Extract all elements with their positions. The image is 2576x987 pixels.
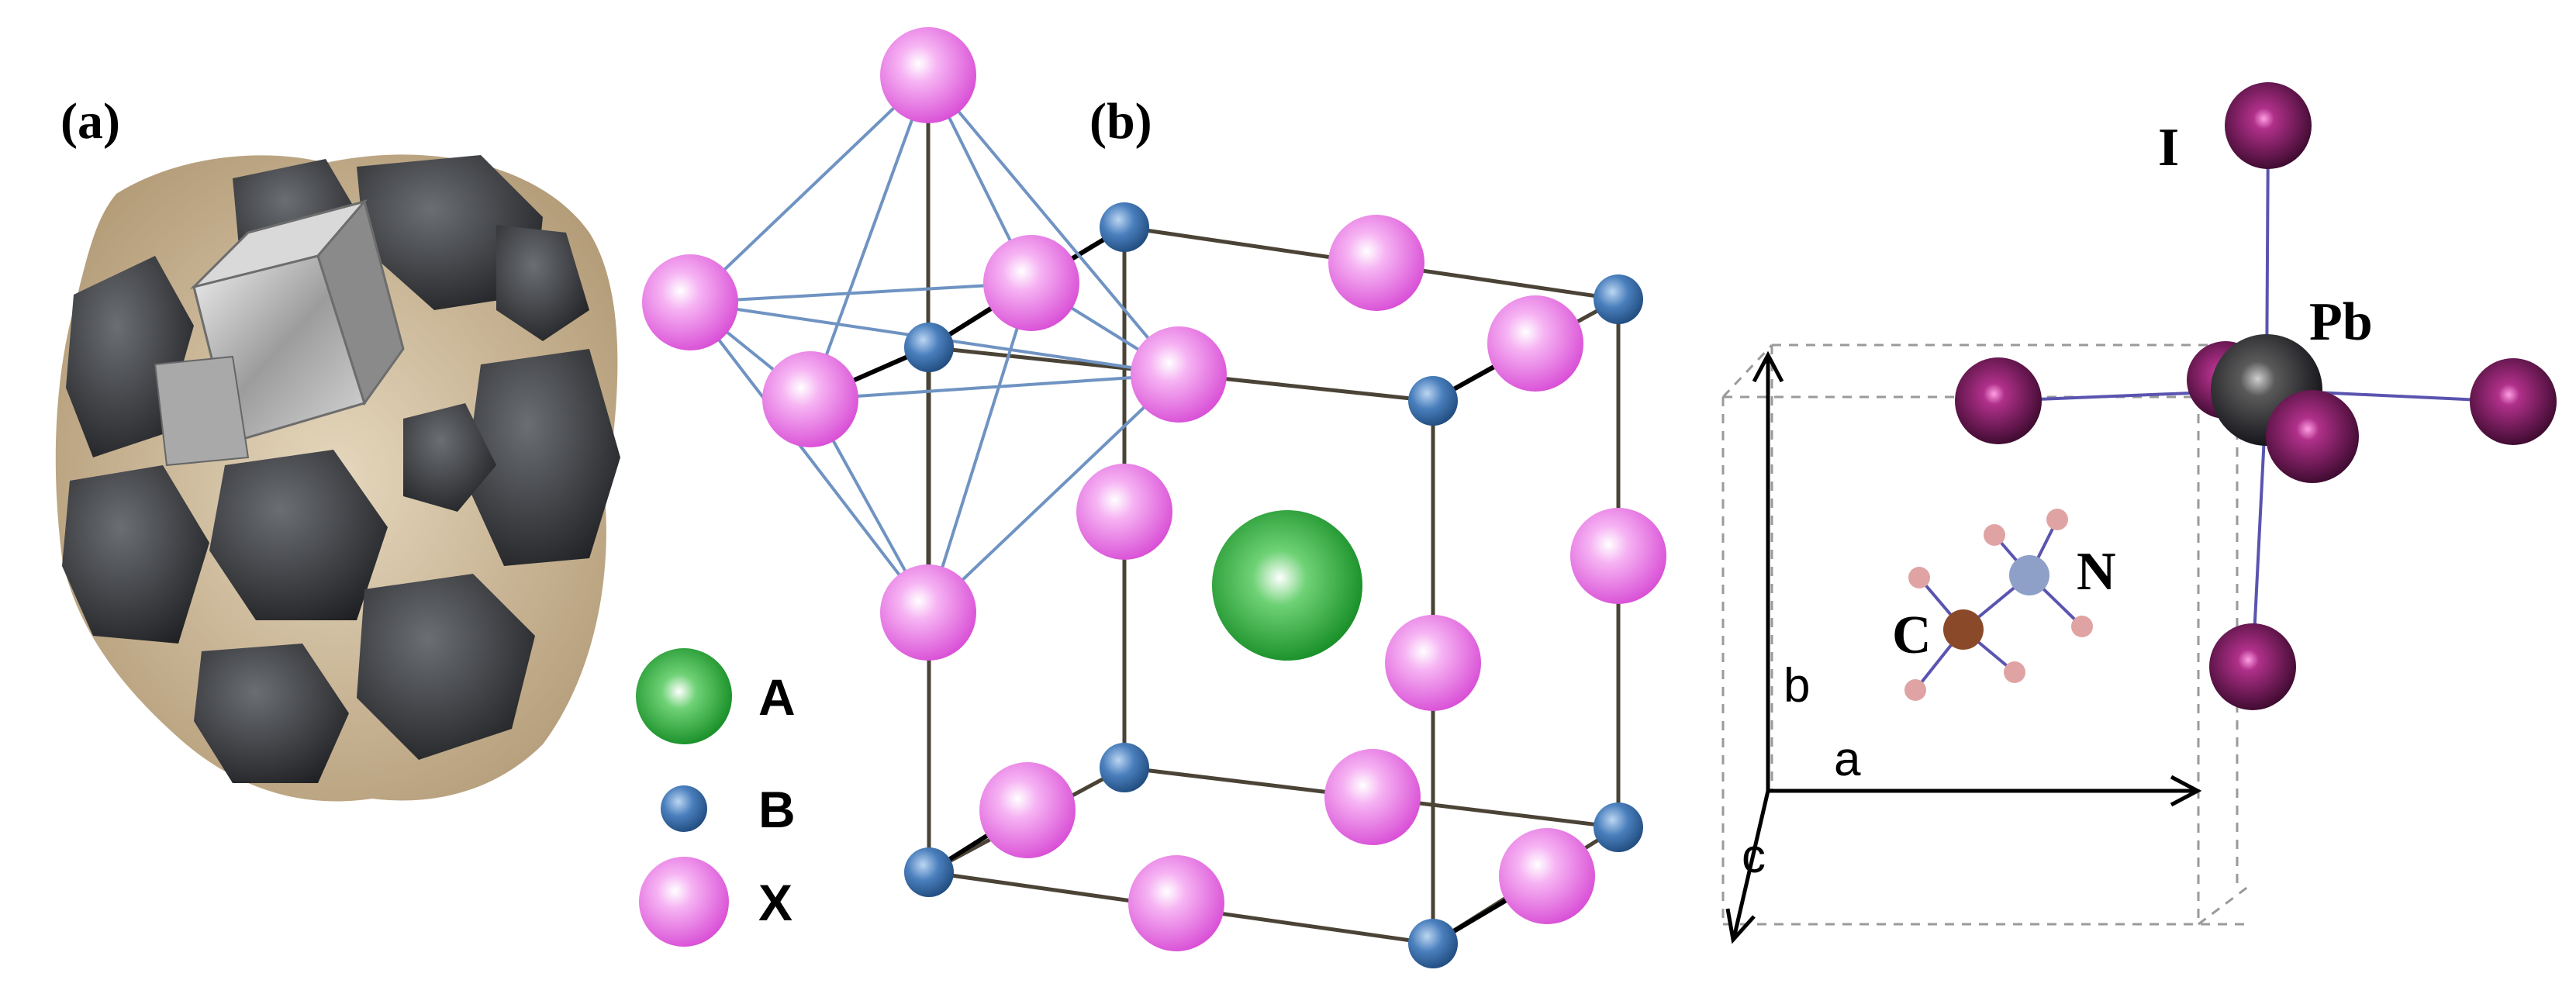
legend-swatch-a xyxy=(636,648,732,744)
legend-item-a: A xyxy=(636,648,796,744)
axis-label-b: b xyxy=(1784,659,1810,713)
axis-label-c: c xyxy=(1742,830,1766,883)
lead-label: Pb xyxy=(2309,292,2373,352)
iodine-label: I xyxy=(2158,118,2179,178)
a-site-atom xyxy=(1212,510,1362,661)
nitrogen-label: N xyxy=(2077,542,2116,602)
nitrogen-atom xyxy=(2009,555,2049,595)
legend-label-b: B xyxy=(758,781,796,838)
panel-b-label: (b) xyxy=(1089,93,1152,150)
legend: A B X xyxy=(636,648,796,947)
axis-arrows xyxy=(1725,350,2202,944)
methylammonium xyxy=(1904,509,2093,701)
mapbi3-structure: b a c xyxy=(1721,82,2557,944)
legend-item-x: X xyxy=(639,857,792,947)
iodine-atom-front xyxy=(2266,390,2359,483)
x-site-atoms xyxy=(642,27,1666,951)
legend-label-x: X xyxy=(758,874,792,931)
panel-a-label: (a) xyxy=(60,93,120,150)
legend-swatch-x xyxy=(639,857,729,947)
mineral-photo xyxy=(55,154,620,802)
carbon-atom xyxy=(1943,609,1984,650)
perovskite-unit-cell xyxy=(642,27,1666,968)
legend-label-a: A xyxy=(758,668,796,726)
b-site-atoms xyxy=(904,202,1643,968)
axis-label-a: a xyxy=(1834,733,1861,786)
legend-swatch-b xyxy=(661,785,707,832)
carbon-label: C xyxy=(1892,606,1932,665)
legend-item-b: B xyxy=(661,781,796,838)
